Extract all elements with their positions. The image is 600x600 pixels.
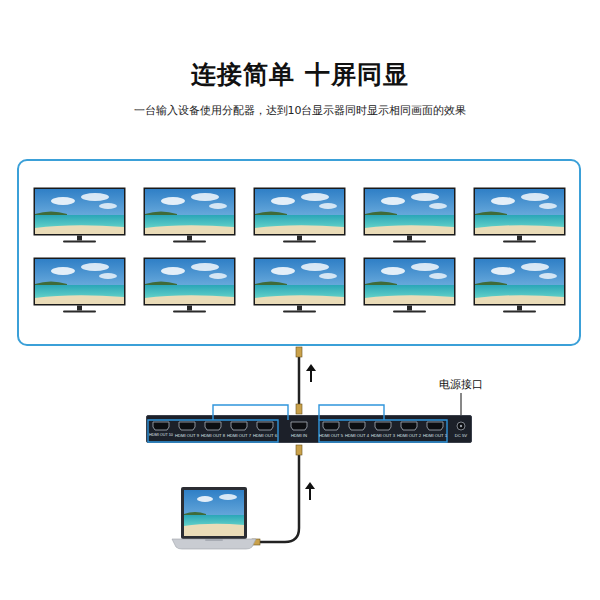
- hdmi-cable: [296, 347, 302, 414]
- laptop: [172, 487, 256, 549]
- title: 连接简单 十屏同显: [0, 58, 600, 91]
- monitor-frame: [18, 160, 580, 345]
- port-label: HDMI OUT 8: [201, 433, 225, 438]
- caption: 一台输入设备使用分配器，达到10台显示器同时显示相同画面的效果: [0, 103, 600, 118]
- port-label: HDMI IN: [291, 433, 307, 438]
- up-arrow: [305, 482, 315, 500]
- port-label: HDMI OUT 9: [175, 433, 199, 438]
- port-label: HDMI OUT 4: [345, 433, 369, 438]
- port-label: HDMI OUT 7: [227, 433, 251, 438]
- hdmi-cable: [252, 445, 302, 545]
- port-label: HDMI OUT 3: [371, 433, 395, 438]
- leader-line: [461, 393, 462, 416]
- callout-label: 电源接口: [439, 377, 483, 392]
- port-label: HDMI OUT 5: [319, 433, 343, 438]
- port-label: HDMI OUT 6: [253, 433, 277, 438]
- monitor-grid: [34, 188, 566, 313]
- splitter-ports: [147, 416, 471, 442]
- port-label: HDMI OUT 2: [397, 433, 421, 438]
- port-label: DC 5V: [455, 433, 467, 438]
- up-arrow: [306, 364, 316, 382]
- port-label: HDMI OUT 10: [149, 433, 173, 438]
- port-label: HDMI OUT 1: [423, 433, 447, 438]
- hdmi-splitter: HDMI OUT 10HDMI OUT 9HDMI OUT 8HDMI OUT …: [146, 415, 472, 443]
